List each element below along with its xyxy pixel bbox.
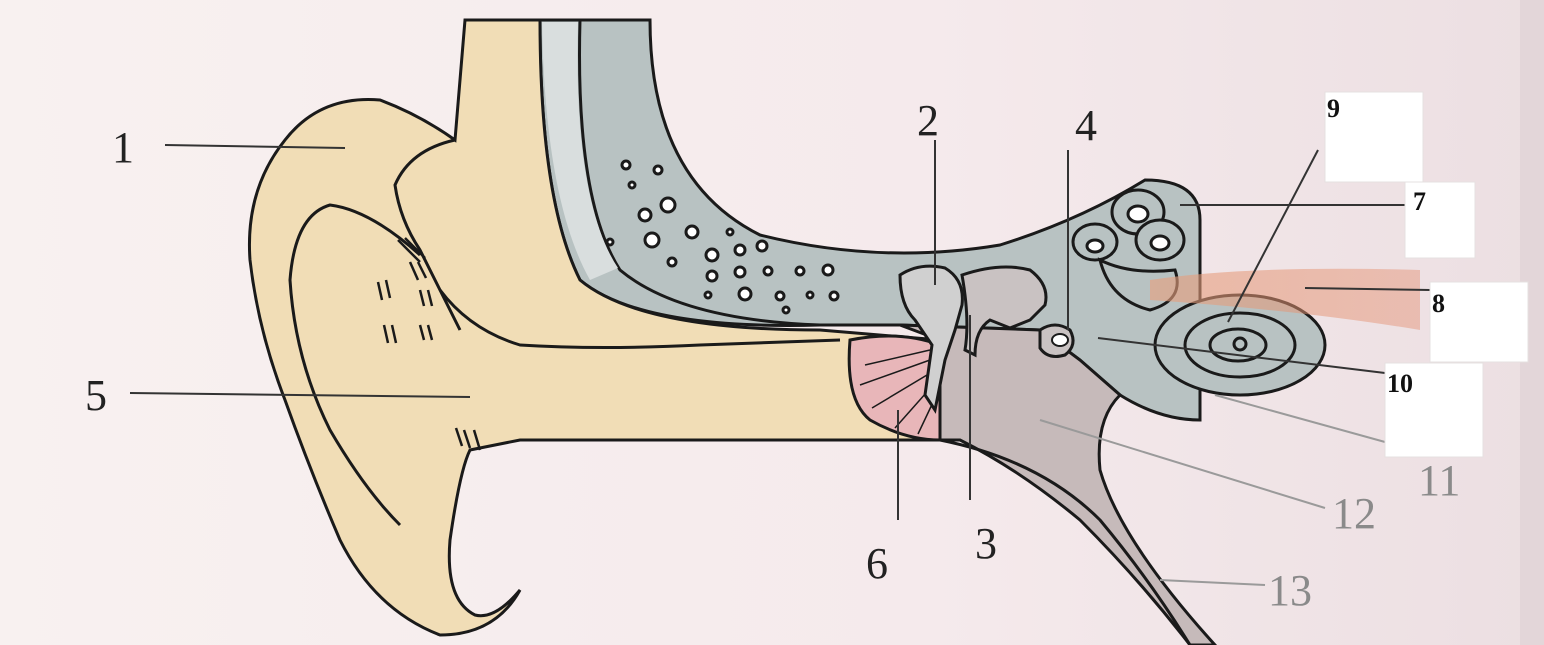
label-5: 5 [85, 371, 107, 420]
label-1: 1 [112, 123, 134, 172]
label-6: 6 [866, 539, 888, 588]
label-12: 12 [1332, 489, 1376, 538]
label-7: 7 [1413, 187, 1426, 216]
label-10: 10 [1387, 369, 1413, 398]
label-9: 9 [1327, 94, 1340, 123]
label-3: 3 [975, 519, 997, 568]
label-11: 11 [1418, 456, 1460, 505]
label-2: 2 [917, 96, 939, 145]
label-13: 13 [1268, 566, 1312, 615]
oval-window [1052, 334, 1068, 346]
label-8: 8 [1432, 289, 1445, 318]
label-4: 4 [1075, 101, 1097, 150]
